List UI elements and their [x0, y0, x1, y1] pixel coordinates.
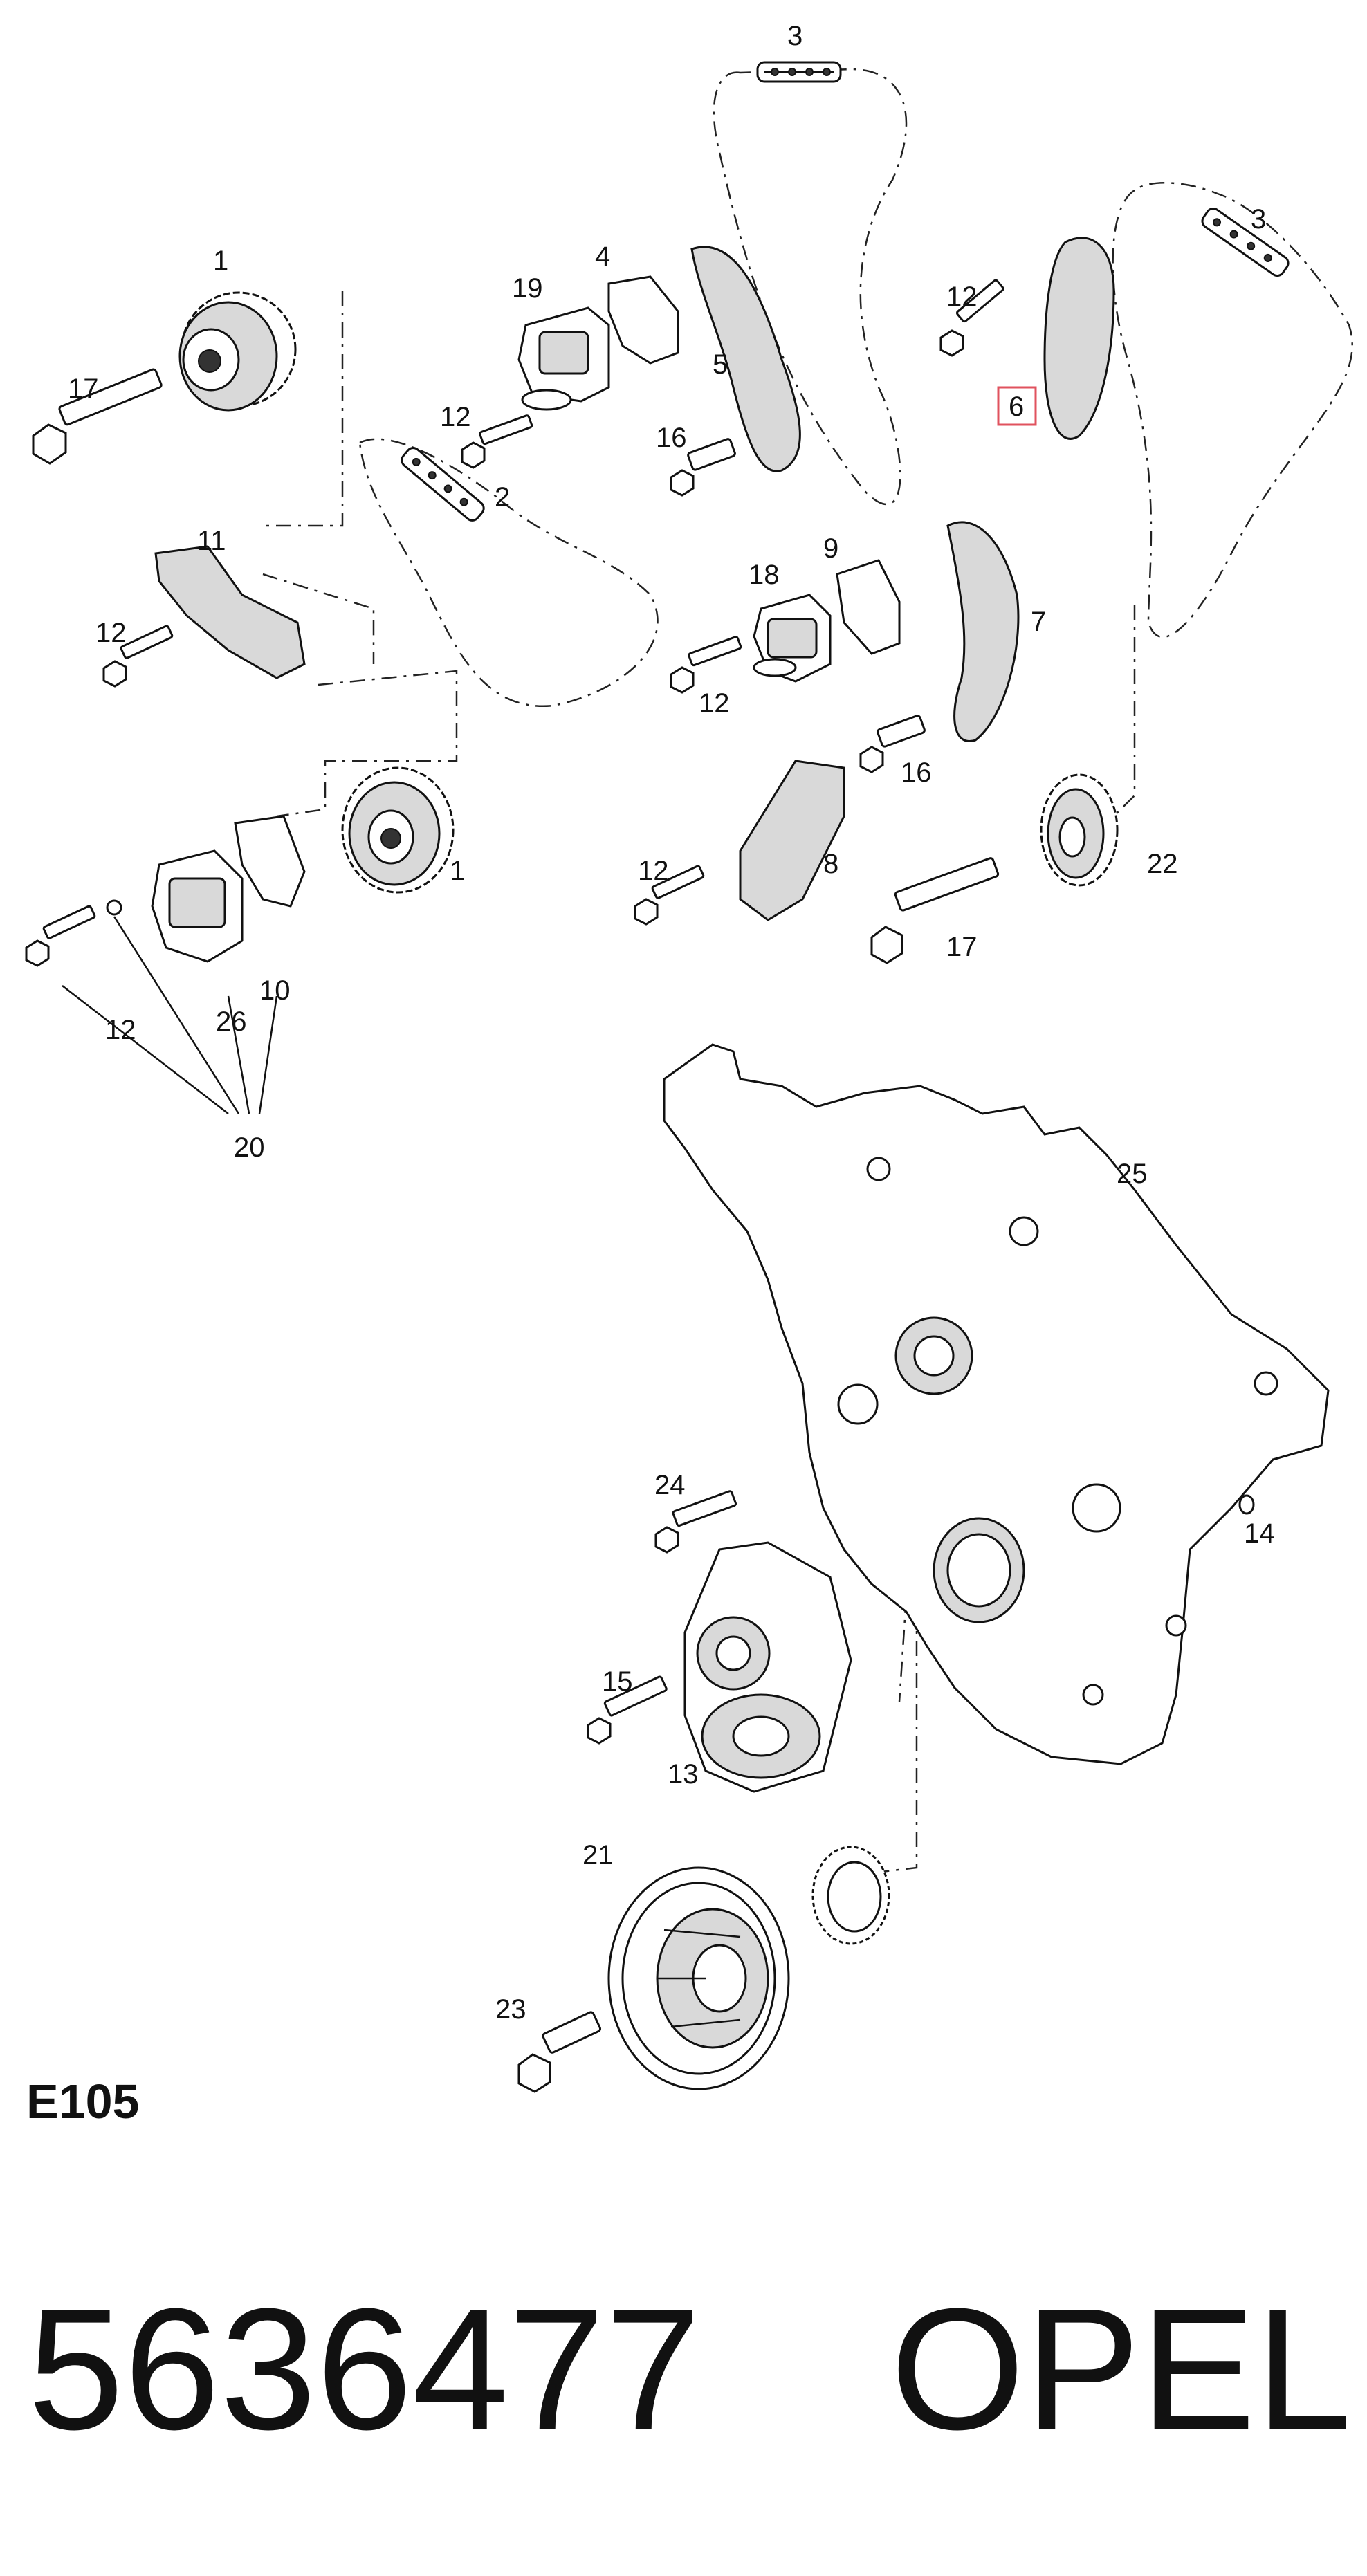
- callout-14: 14: [1244, 1518, 1275, 1549]
- alignment-line-3: [276, 670, 458, 818]
- leader-20-c: [227, 995, 250, 1114]
- camshaft-sprocket-lower: [341, 766, 455, 894]
- callout-20: 20: [234, 1132, 265, 1163]
- callout-12-f: 12: [105, 1015, 136, 1045]
- callout-12-b: 12: [946, 282, 978, 312]
- bolt-12-lower-middle: [634, 865, 705, 926]
- callout-6: 6: [1009, 392, 1024, 422]
- bolt-12-upper-right: [939, 279, 1004, 357]
- callout-17-upper: 17: [68, 374, 99, 404]
- tensioner-gasket-middle: [836, 559, 901, 655]
- dowel-14: [1238, 1494, 1255, 1515]
- callout-18: 18: [749, 560, 780, 590]
- chain-tensioner-guide: [739, 760, 845, 921]
- callout-15: 15: [602, 1666, 633, 1697]
- left-chain-outline: [358, 438, 659, 707]
- callout-22: 22: [1147, 849, 1178, 879]
- callout-7: 7: [1031, 607, 1046, 637]
- callout-24: 24: [654, 1470, 686, 1500]
- alignment-line-2: [262, 573, 375, 664]
- leader-20-b: [113, 916, 240, 1114]
- leader-20-d: [258, 995, 278, 1114]
- right-chain-outline: [1112, 182, 1353, 638]
- callout-12-e: 12: [638, 856, 669, 886]
- chain-guide-rail-left: [154, 545, 306, 679]
- callout-1-lower: 1: [450, 856, 465, 886]
- camshaft-sprocket-upper: [178, 291, 297, 412]
- upper-chain-outline: [713, 68, 908, 506]
- callout-4: 4: [595, 241, 610, 272]
- diagram-code: E105: [26, 2074, 140, 2128]
- part-number: 5636477: [28, 2272, 701, 2465]
- callout-12-d: 12: [699, 688, 730, 719]
- bolt-12-middle: [670, 636, 742, 694]
- bolt-15: [587, 1675, 668, 1745]
- tensioner-gasket-lower: [234, 815, 306, 908]
- callout-12-c: 12: [95, 618, 127, 648]
- timing-chain-segment-top: [756, 61, 842, 83]
- callout-9: 9: [823, 533, 838, 564]
- callout-17-lower: 17: [946, 932, 978, 962]
- bolt-16-middle: [859, 715, 926, 773]
- bolt-24: [654, 1490, 737, 1554]
- timing-chain-segment-left: [401, 447, 485, 522]
- callout-23: 23: [495, 1994, 526, 2025]
- callout-8: 8: [823, 849, 838, 879]
- bolt-17-lower: [870, 857, 1000, 964]
- bolt-17-upper: [32, 368, 163, 465]
- callout-21: 21: [582, 1840, 614, 1870]
- alignment-line-6: [898, 1597, 908, 1702]
- chain-tensioner-lower: [151, 849, 244, 963]
- callout-26: 26: [216, 1006, 247, 1037]
- belt-tensioner: [684, 1541, 852, 1793]
- bolt-12-left: [102, 625, 174, 688]
- leader-20-a: [62, 985, 229, 1114]
- highlight-box-part-6: [997, 386, 1037, 426]
- callout-1-upper: 1: [213, 246, 228, 276]
- crankshaft-sprocket: [1040, 773, 1119, 887]
- timing-cover: [663, 1043, 1330, 1765]
- timing-chain-segment-right: [1201, 207, 1290, 277]
- chain-guide-right: [946, 521, 1020, 742]
- bolt-16-upper: [670, 438, 736, 497]
- callout-5: 5: [713, 349, 728, 380]
- chain-guide-upper-right: [1043, 237, 1115, 440]
- bolt-12-lower-left: [25, 905, 96, 967]
- callout-13: 13: [668, 1759, 699, 1790]
- brand-name: OPEL: [890, 2272, 1352, 2465]
- callout-12-a: 12: [440, 402, 471, 432]
- callout-25: 25: [1117, 1159, 1148, 1189]
- alignment-line-5: [857, 1577, 918, 1876]
- dowel-pin: [106, 899, 122, 916]
- callout-16-middle: 16: [901, 757, 932, 788]
- bolt-23: [517, 2011, 602, 2093]
- crankshaft-seal: [811, 1846, 890, 1945]
- callout-2: 2: [495, 482, 510, 513]
- tensioner-gasket-upper: [607, 275, 679, 365]
- chain-tensioner-middle: [753, 594, 832, 683]
- callout-16-upper: 16: [656, 423, 687, 453]
- callout-3-right: 3: [1251, 204, 1266, 234]
- callout-10: 10: [259, 975, 291, 1006]
- alignment-line-1: [263, 291, 344, 527]
- callout-11: 11: [197, 526, 226, 556]
- chain-tensioner-upper: [517, 306, 610, 411]
- callout-3-top: 3: [787, 21, 802, 51]
- crankshaft-pulley: [607, 1866, 790, 2090]
- bolt-12-upper-left: [461, 414, 533, 469]
- chain-guide-upper-left: [690, 246, 801, 472]
- callout-19: 19: [512, 273, 543, 304]
